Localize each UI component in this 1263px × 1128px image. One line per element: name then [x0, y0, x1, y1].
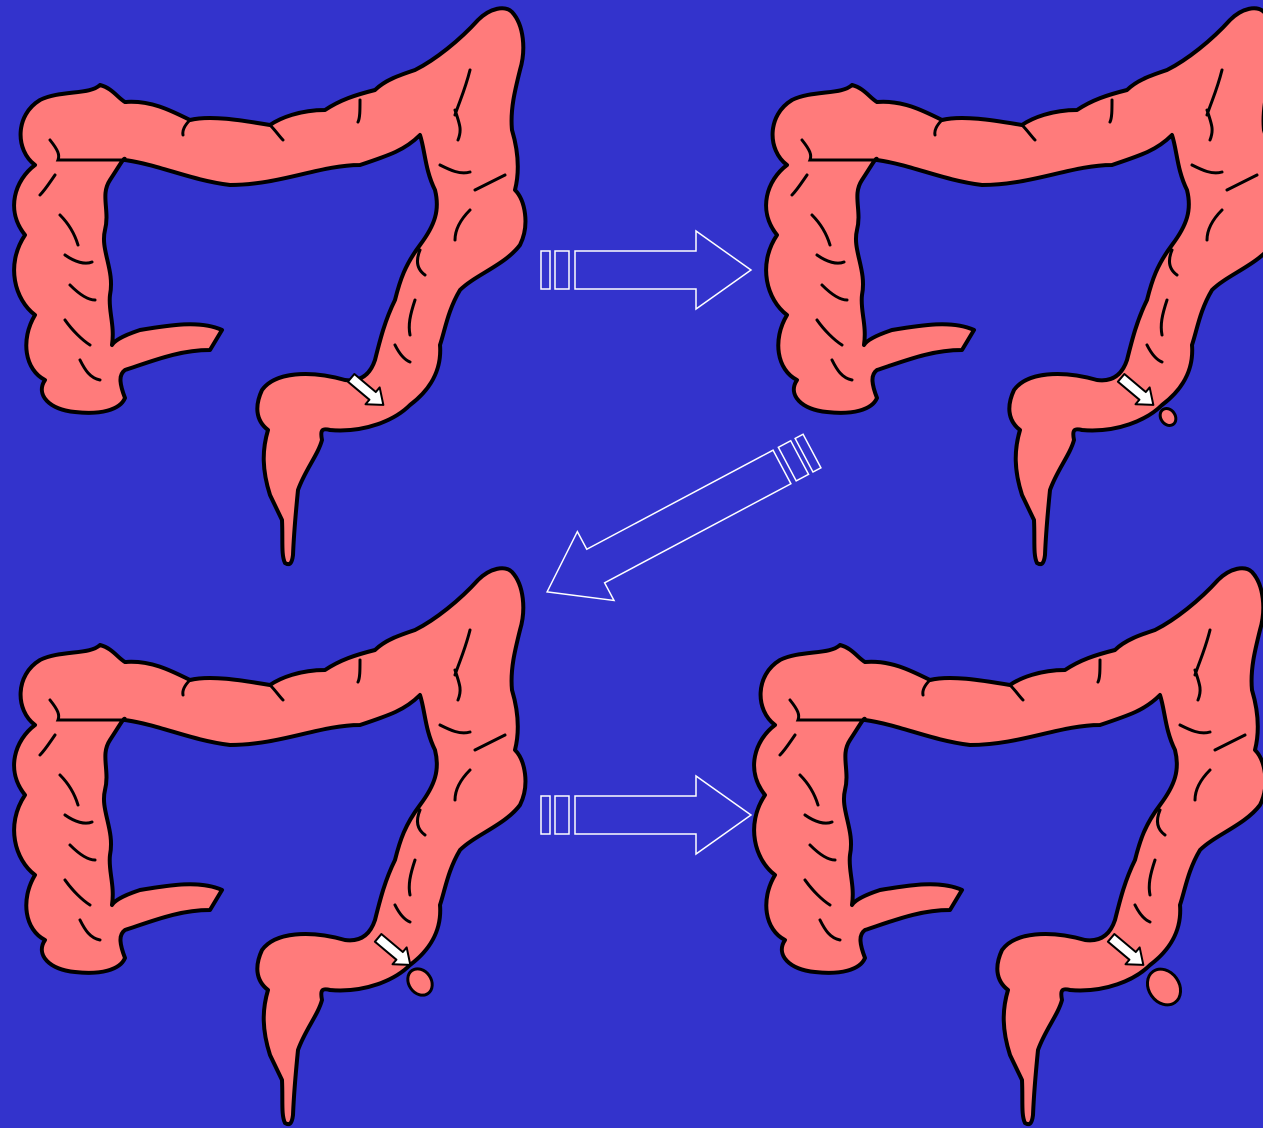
diagram-canvas — [0, 0, 1263, 1128]
diagram-svg — [0, 0, 1263, 1128]
